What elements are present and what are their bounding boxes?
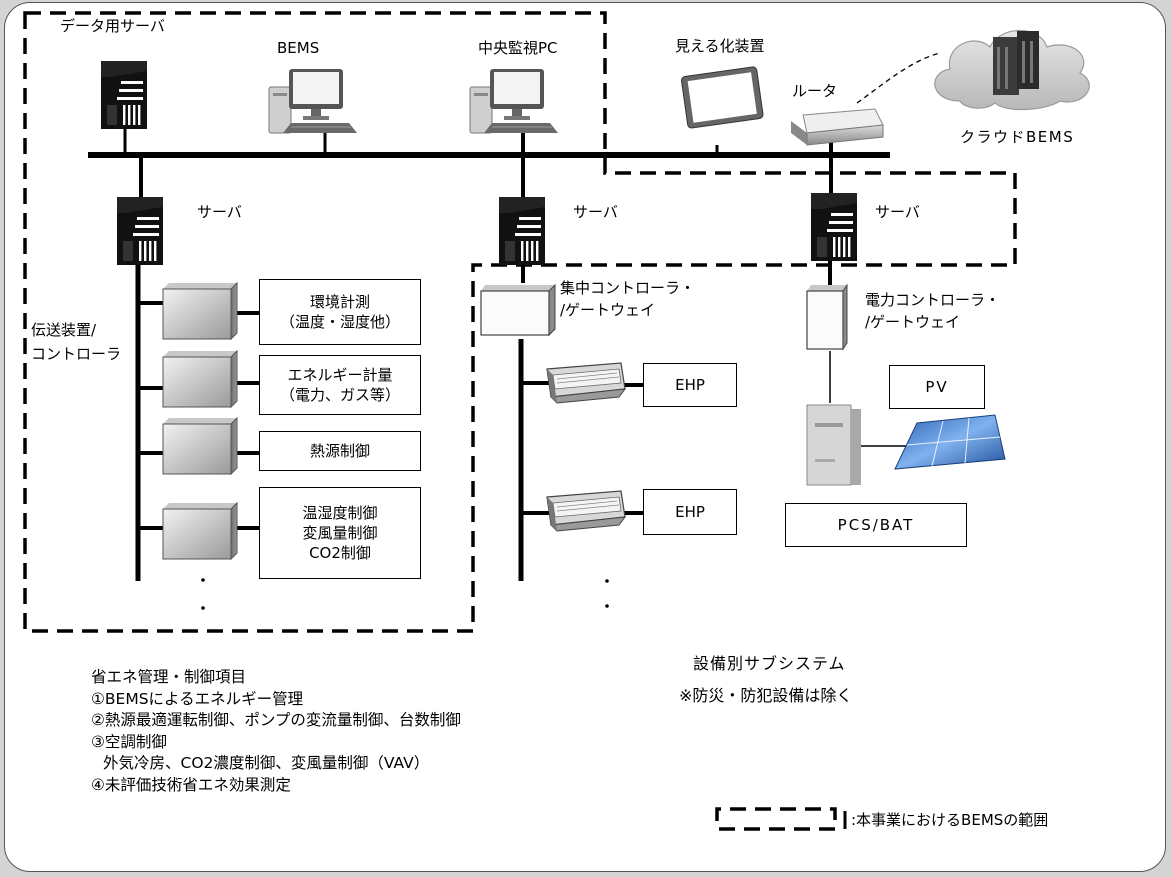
notes-item: ③空調制御 — [91, 732, 167, 751]
central-controller-label-1: 集中コントローラ・ — [560, 279, 696, 297]
ehp-unit-icon-2 — [546, 490, 626, 532]
solar-panel-icon — [894, 414, 1006, 470]
ehp-label: EHP — [675, 503, 705, 521]
transmitter-label-2: コントローラ — [31, 345, 122, 363]
visualizer-icon — [681, 66, 764, 129]
ehp-box-2: EHP — [643, 489, 737, 535]
cloud-link — [856, 52, 941, 104]
power-controller-icon — [806, 283, 848, 351]
subsystem-note: ※防災・防犯設備は除く — [679, 686, 853, 705]
ehp-box-1: EHP — [643, 363, 737, 407]
server-label-right: サーバ — [875, 203, 920, 221]
controller-icon-1 — [162, 282, 238, 340]
pcs-bat-box: PCS/BAT — [785, 503, 967, 547]
cloud-icon — [934, 29, 1090, 111]
cloud-bems-label: クラウドBEMS — [960, 128, 1075, 146]
pcs-cabinet-icon — [806, 404, 861, 486]
function-box-line: CO2制御 — [309, 544, 371, 562]
transmitter-label-1: 伝送装置/ — [31, 321, 97, 339]
data-server-icon — [101, 61, 147, 129]
energy-saving-notes: 省エネ管理・制御項目 ①BEMSによるエネルギー管理 ②熱源最適運転制御、ポンプ… — [91, 667, 461, 797]
central-controller-icon — [480, 283, 556, 337]
router-icon — [791, 108, 884, 146]
function-box-line: 変風量制御 — [302, 524, 378, 542]
controller-icon-2 — [162, 350, 238, 408]
server-label-left: サーバ — [197, 203, 242, 221]
notes-item: 外気冷房、CO2濃度制御、変風量制御（VAV） — [103, 754, 430, 773]
function-box-line: （電力、ガス等） — [279, 386, 400, 404]
central-pc-icon — [469, 68, 559, 134]
function-box-line: エネルギー計量 — [287, 366, 393, 384]
legend-scope-sample — [715, 807, 847, 831]
subsystem-label: 設備別サブシステム — [693, 654, 846, 673]
ehp-label: EHP — [675, 376, 705, 394]
diagram-panel: データ用サーバ BEMS 中央監視PC 見える化装置 ルータ クラウドBEMS … — [4, 2, 1166, 872]
notes-item: ①BEMSによるエネルギー管理 — [91, 689, 304, 708]
notes-item: ④未評価技術省エネ効果測定 — [91, 775, 291, 794]
notes-item: ②熱源最適運転制御、ポンプの変流量制御、台数制御 — [91, 711, 461, 730]
network-diagram — [23, 11, 1090, 831]
controller-icon-3 — [162, 417, 238, 475]
router-label: ルータ — [792, 82, 838, 100]
function-box-line: （温度・湿度他） — [279, 313, 400, 331]
central-controller-label-2: /ゲートウェイ — [560, 301, 656, 319]
function-box-line: 環境計測 — [309, 293, 370, 311]
function-box-line: 熱源制御 — [309, 442, 370, 460]
function-box-hvac-control: 温湿度制御 変風量制御 CO2制御 — [259, 487, 421, 579]
function-box-environment: 環境計測 （温度・湿度他） — [259, 279, 421, 345]
ehp-unit-icon-1 — [546, 362, 626, 404]
server-label-middle: サーバ — [573, 203, 618, 221]
bems-scope-boundary — [23, 11, 1017, 633]
power-controller-label-2: /ゲートウェイ — [865, 313, 961, 331]
bems-pc-icon — [268, 68, 358, 134]
function-box-heat-source: 熱源制御 — [259, 431, 421, 471]
pcs-bat-label: PCS/BAT — [837, 516, 915, 534]
server-icon-middle — [499, 197, 545, 265]
central-pc-label: 中央監視PC — [478, 39, 558, 57]
server-icon-right — [811, 193, 857, 261]
function-box-line: 温湿度制御 — [302, 504, 378, 522]
power-controller-label-1: 電力コントローラ・ — [865, 291, 1001, 309]
legend-label: :本事業におけるBEMSの範囲 — [851, 811, 1049, 829]
server-icon-left — [117, 197, 163, 265]
controller-icon-4 — [162, 502, 238, 560]
function-box-energy: エネルギー計量 （電力、ガス等） — [259, 355, 421, 415]
pv-label: PV — [925, 378, 949, 396]
data-server-label: データ用サーバ — [60, 17, 165, 35]
visualizer-label: 見える化装置 — [675, 37, 765, 55]
pv-box: PV — [889, 365, 985, 409]
notes-title: 省エネ管理・制御項目 — [91, 668, 247, 686]
bems-label: BEMS — [277, 39, 320, 57]
